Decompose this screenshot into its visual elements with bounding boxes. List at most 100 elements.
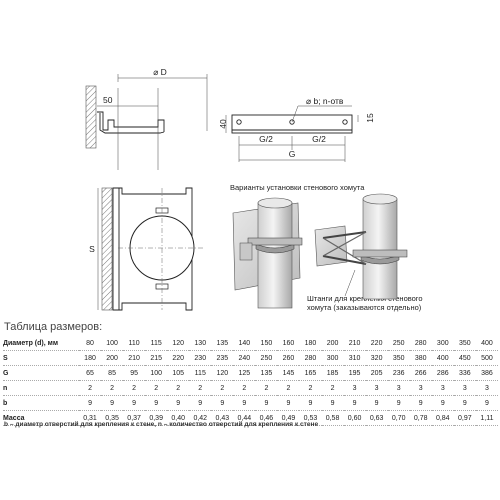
table-cell: 0,46 bbox=[255, 410, 278, 426]
support-rod bbox=[322, 231, 367, 239]
table-cell: 9 bbox=[167, 395, 190, 411]
table-cell: 9 bbox=[431, 395, 454, 411]
support-rod bbox=[322, 231, 367, 257]
table-cell: 400 bbox=[475, 336, 498, 351]
table-cell: 135 bbox=[211, 336, 234, 351]
table-cell: 336 bbox=[453, 365, 476, 381]
table-cell: 9 bbox=[233, 395, 256, 411]
front-view: S bbox=[89, 187, 205, 311]
table-cell: 210 bbox=[123, 350, 146, 366]
table-cell: 115 bbox=[189, 365, 212, 381]
table-cell: 180 bbox=[299, 336, 322, 351]
table-cell: 9 bbox=[453, 395, 476, 411]
dim-50-label: 50 bbox=[103, 95, 113, 105]
clamp-band bbox=[360, 254, 400, 265]
table-cell: 9 bbox=[101, 395, 124, 411]
table-cell: 230 bbox=[189, 350, 212, 366]
table-cell: 145 bbox=[277, 365, 300, 381]
table-cell: 2 bbox=[145, 380, 168, 396]
dim-diameter-label: ⌀ D bbox=[153, 67, 167, 77]
table-cell: 0,44 bbox=[233, 410, 256, 426]
table-cell: 2 bbox=[123, 380, 146, 396]
table-cell: 9 bbox=[277, 395, 300, 411]
table-cell: 350 bbox=[387, 350, 410, 366]
table-cell: 9 bbox=[475, 395, 498, 411]
table-cell: 0,49 bbox=[277, 410, 300, 426]
table-cell: 250 bbox=[387, 336, 410, 351]
clamp-bracket bbox=[247, 237, 303, 246]
table-cell: 2 bbox=[233, 380, 256, 396]
technical-drawing: ⌀ D 50 ⌀ b; n-отв 40 15 G/2 G/2 G S bbox=[85, 67, 423, 312]
table-cell: 3 bbox=[343, 380, 366, 396]
table-cell: 300 bbox=[321, 350, 344, 366]
wall-hatch-top bbox=[85, 85, 97, 149]
table-cell: 500 bbox=[475, 350, 498, 366]
table-cell: 235 bbox=[211, 350, 234, 366]
table-cell: 0,84 bbox=[431, 410, 454, 426]
table-cell: 266 bbox=[409, 365, 432, 381]
table-cell: 9 bbox=[189, 395, 212, 411]
support-rod bbox=[322, 255, 367, 265]
table-cell: 0,78 bbox=[409, 410, 432, 426]
table-cell: 9 bbox=[365, 395, 388, 411]
table-cell: 2 bbox=[79, 380, 102, 396]
table-cell: 165 bbox=[299, 365, 322, 381]
table-cell: 380 bbox=[409, 350, 432, 366]
table-cell: 286 bbox=[431, 365, 454, 381]
dim-g-half-right: G/2 bbox=[312, 134, 326, 144]
table-cell: 0,40 bbox=[167, 410, 190, 426]
clamp-outline bbox=[112, 187, 193, 311]
table-cell: 110 bbox=[123, 336, 146, 351]
caption-rods-line2: хомута (заказываются отдельно) bbox=[307, 303, 422, 312]
table-cell: 0,37 bbox=[123, 410, 146, 426]
table-cell: 3 bbox=[431, 380, 454, 396]
table-cell: 2 bbox=[321, 380, 344, 396]
table-cell: 115 bbox=[145, 336, 168, 351]
table-cell: 3 bbox=[453, 380, 476, 396]
table-cell: 350 bbox=[453, 336, 476, 351]
table-cell: 0,39 bbox=[145, 410, 168, 426]
table-cell: 3 bbox=[409, 380, 432, 396]
table-cell: 185 bbox=[321, 365, 344, 381]
table-cell: 0,58 bbox=[321, 410, 344, 426]
table-cell: 0,70 bbox=[387, 410, 410, 426]
table-cell: 130 bbox=[189, 336, 212, 351]
wall-hatch-bottom bbox=[101, 187, 113, 311]
table-cell: 236 bbox=[387, 365, 410, 381]
table-cell: 200 bbox=[321, 336, 344, 351]
pipe-body bbox=[257, 202, 293, 309]
dim-s-label: S bbox=[89, 244, 95, 254]
mount-hole bbox=[236, 119, 242, 125]
row-label: Диаметр (d), мм bbox=[3, 336, 79, 351]
strip-view: ⌀ b; n-отв 40 15 G/2 G/2 G bbox=[218, 96, 375, 162]
table-cell: 386 bbox=[475, 365, 498, 381]
table-cell: 125 bbox=[233, 365, 256, 381]
table-cell: 400 bbox=[431, 350, 454, 366]
table-cell: 250 bbox=[255, 350, 278, 366]
table-cell: 2 bbox=[189, 380, 212, 396]
table-cell: 210 bbox=[343, 336, 366, 351]
table-cell: 0,35 bbox=[101, 410, 124, 426]
table-cell: 100 bbox=[145, 365, 168, 381]
table-cell: 105 bbox=[167, 365, 190, 381]
table-cell: 120 bbox=[211, 365, 234, 381]
table-cell: 85 bbox=[101, 365, 124, 381]
table-cell: 280 bbox=[299, 350, 322, 366]
row-label: Масса bbox=[3, 410, 79, 426]
table-cell: 135 bbox=[255, 365, 278, 381]
table-cell: 280 bbox=[409, 336, 432, 351]
illustration-wall-mount bbox=[232, 197, 303, 309]
table-cell: 9 bbox=[145, 395, 168, 411]
row-label: n bbox=[3, 380, 79, 396]
table-cell: 160 bbox=[277, 336, 300, 351]
table-cell: 3 bbox=[387, 380, 410, 396]
table-cell: 2 bbox=[255, 380, 278, 396]
table-cell: 0,63 bbox=[365, 410, 388, 426]
table-cell: 9 bbox=[387, 395, 410, 411]
table-cell: 120 bbox=[167, 336, 190, 351]
mount-hole bbox=[289, 119, 295, 125]
